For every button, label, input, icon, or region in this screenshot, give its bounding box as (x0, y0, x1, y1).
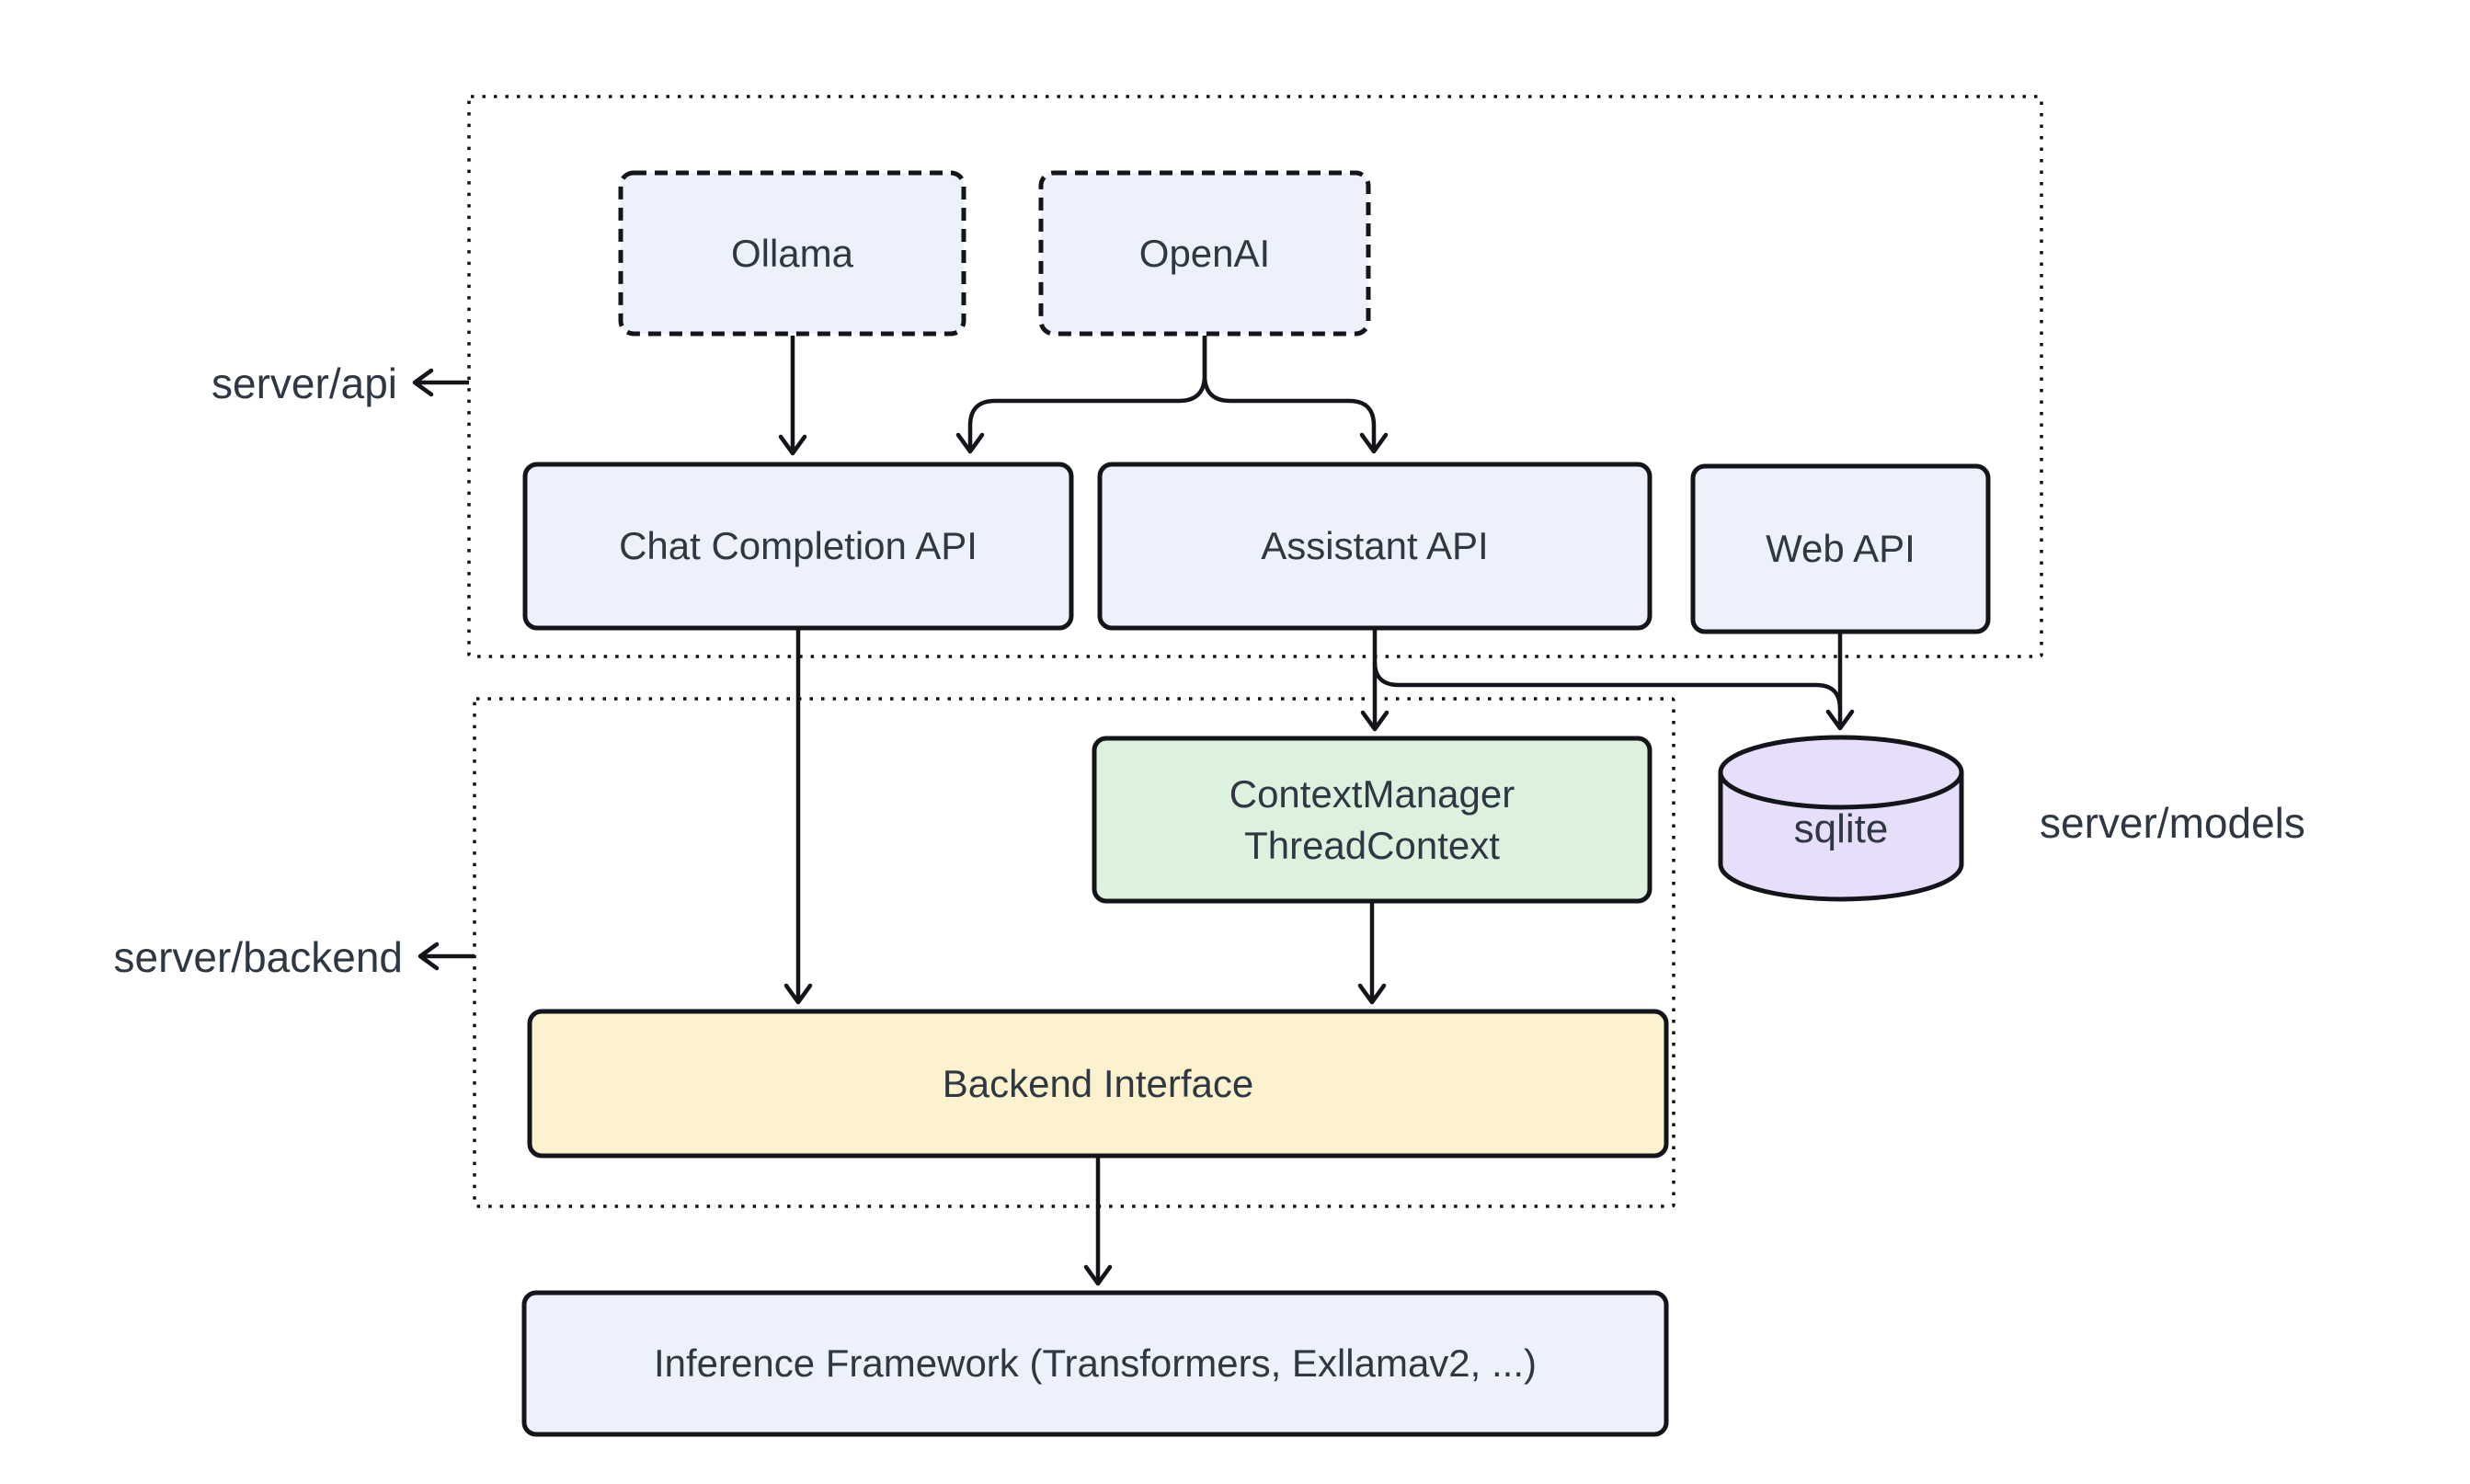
sqlite-cylinder (1718, 735, 1964, 902)
context-manager-node-box (1092, 736, 1652, 904)
openai-node-box (1038, 170, 1371, 337)
server-api-container-label: server/api (212, 360, 397, 407)
backend-interface-label: Backend Interface (942, 1061, 1254, 1105)
sqlite-label: sqlite (1793, 805, 1889, 851)
web-api-label: Web API (1766, 527, 1915, 571)
assistant-api-label: Assistant API (1261, 524, 1489, 568)
edge-openai-to-assistant (1202, 336, 1389, 454)
context-manager-label-line2: ThreadContext (1244, 823, 1500, 867)
inference-framework-node-box (521, 1290, 1669, 1437)
edge-assistant-to-sqlite (1372, 661, 1843, 710)
ollama-label: Ollama (730, 231, 854, 275)
openai-label: OpenAI (1138, 231, 1271, 275)
inference-framework-label: Inference Framework (Transformers, Exlla… (653, 1341, 1537, 1386)
context-manager-label: ContextManager ThreadContext (1094, 738, 1650, 901)
edge-openai-to-chat-completion (955, 336, 1207, 454)
server-backend-container-box (473, 697, 1675, 1208)
backend-interface-node-box (527, 1009, 1669, 1159)
chat-completion-api-label: Chat Completion API (619, 524, 978, 568)
assistant-api-node-box (1097, 462, 1652, 631)
ollama-node-box (618, 170, 966, 337)
server-api-container-box (467, 95, 2043, 658)
web-api-node-box (1690, 463, 1991, 634)
server-models-label: server/models (2040, 799, 2305, 847)
chat-completion-api-node-box (522, 462, 1074, 631)
context-manager-label-line1: ContextManager (1229, 772, 1515, 816)
server-backend-container-label: server/backend (113, 933, 404, 981)
